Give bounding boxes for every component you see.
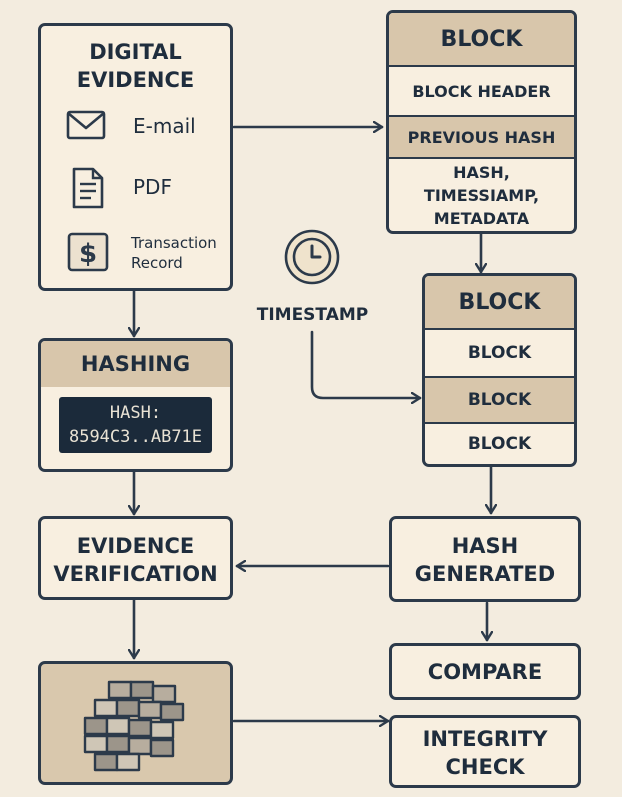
- evidence-verification-title: EVIDENCE VERIFICATION: [53, 534, 218, 586]
- block-detail-box: BLOCK BLOCK HEADER PREVIOUS HASH HASH, T…: [386, 10, 577, 234]
- block-chain-title: BLOCK: [425, 276, 574, 328]
- block-chain-row-1: BLOCK: [425, 328, 574, 376]
- document-icon: [71, 166, 105, 214]
- hashing-title: HASHING: [80, 352, 191, 376]
- block-chain-row-3: BLOCK: [425, 422, 574, 464]
- dollar-icon: $: [67, 232, 109, 276]
- blockchain-storage-box: [38, 661, 233, 785]
- integrity-check-box: INTEGRITY CHECK: [389, 715, 581, 788]
- hash-display: HASH: 8594C3..AB71E: [59, 397, 212, 453]
- pdf-label: PDF: [133, 175, 172, 199]
- digital-evidence-box: DIGITAL EVIDENCE E-mail PDF $ Tra: [38, 23, 233, 291]
- hash-label: HASH:: [109, 403, 162, 423]
- hash-generated-box: HASH GENERATED: [389, 516, 581, 602]
- integrity-check-title: INTEGRITY CHECK: [422, 727, 548, 779]
- email-label: E-mail: [133, 114, 196, 138]
- block-header-row: BLOCK HEADER: [389, 65, 574, 115]
- digital-evidence-title: DIGITAL EVIDENCE: [76, 40, 195, 92]
- previous-hash-row: PREVIOUS HASH: [389, 115, 574, 157]
- hash-timestamp-metadata-row: HASH, TIMESSIAMP, METADATA: [389, 157, 574, 231]
- compare-box: COMPARE: [389, 643, 581, 700]
- hashing-box: HASHING HASH: 8594C3..AB71E: [38, 338, 233, 472]
- block-chain-box: BLOCK BLOCK BLOCK BLOCK: [422, 273, 577, 467]
- transaction-record-label: Transaction Record: [131, 234, 217, 272]
- timestamp-label: TIMESTAMP: [256, 305, 369, 325]
- arrow-timestamp-to-block: [310, 330, 422, 398]
- envelope-icon: [66, 110, 106, 144]
- svg-text:$: $: [79, 239, 97, 269]
- block-chain-row-2: BLOCK: [425, 376, 574, 422]
- blockchain-cubes-icon: [81, 678, 193, 778]
- hash-value: 8594C3..AB71E: [68, 427, 203, 447]
- hash-generated-title: HASH GENERATED: [414, 534, 556, 586]
- evidence-verification-box: EVIDENCE VERIFICATION: [38, 516, 233, 600]
- compare-title: COMPARE: [427, 660, 543, 684]
- hashing-header: [41, 341, 230, 387]
- block-title: BLOCK: [389, 13, 574, 65]
- clock-icon: [283, 228, 341, 290]
